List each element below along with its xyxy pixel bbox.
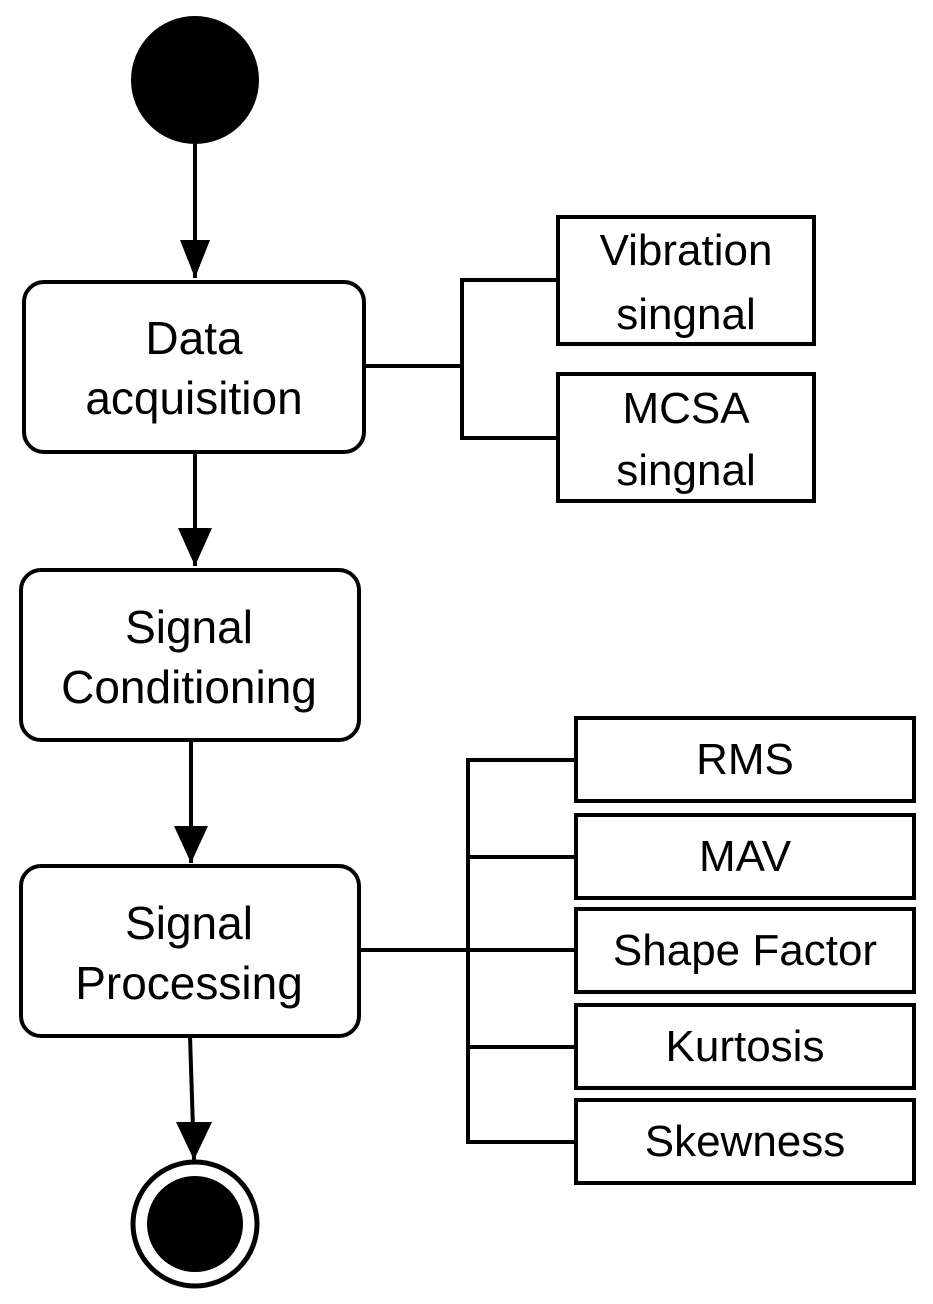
feature-kurtosis: Kurtosis: [574, 1003, 916, 1090]
acquisition-output-vibration: Vibration singnal: [556, 215, 816, 346]
processing-connector: [359, 758, 576, 1144]
feature-label: Shape Factor: [613, 926, 877, 975]
control-flow: [174, 144, 212, 1161]
activity-label-line: Processing: [75, 957, 303, 1009]
activity-label-line: Data: [145, 312, 243, 364]
output-label-line: singnal: [616, 446, 755, 495]
arrowhead-icon: [174, 826, 208, 863]
activity-signal-conditioning: Signal Conditioning: [19, 568, 361, 742]
acquisition-connector: [364, 278, 558, 440]
output-label-line: Vibration: [600, 226, 773, 275]
arrowhead-icon: [178, 528, 212, 566]
final-node-icon: [130, 1159, 260, 1289]
feature-label: Kurtosis: [666, 1022, 825, 1071]
feature-rms: RMS: [574, 716, 916, 803]
feature-skewness: Skewness: [574, 1098, 916, 1185]
feature-mav: MAV: [574, 813, 916, 900]
feature-shape-factor: Shape Factor: [574, 907, 916, 994]
feature-label: RMS: [696, 735, 794, 784]
activity-label-line: Conditioning: [61, 661, 317, 713]
initial-node-icon: [131, 16, 259, 144]
arrowhead-icon: [176, 1122, 212, 1160]
feature-label: Skewness: [645, 1117, 846, 1166]
output-label-line: MCSA: [622, 384, 750, 433]
activity-label-line: Signal: [125, 601, 253, 653]
feature-label: MAV: [699, 832, 792, 881]
acquisition-output-mcsa: MCSA singnal: [556, 372, 816, 503]
activity-label-line: Signal: [125, 897, 253, 949]
activity-data-acquisition: Data acquisition: [22, 280, 366, 454]
activity-signal-processing: Signal Processing: [19, 864, 361, 1038]
output-label-line: singnal: [616, 290, 755, 339]
activity-label-line: acquisition: [85, 372, 302, 424]
arrowhead-icon: [180, 240, 210, 278]
